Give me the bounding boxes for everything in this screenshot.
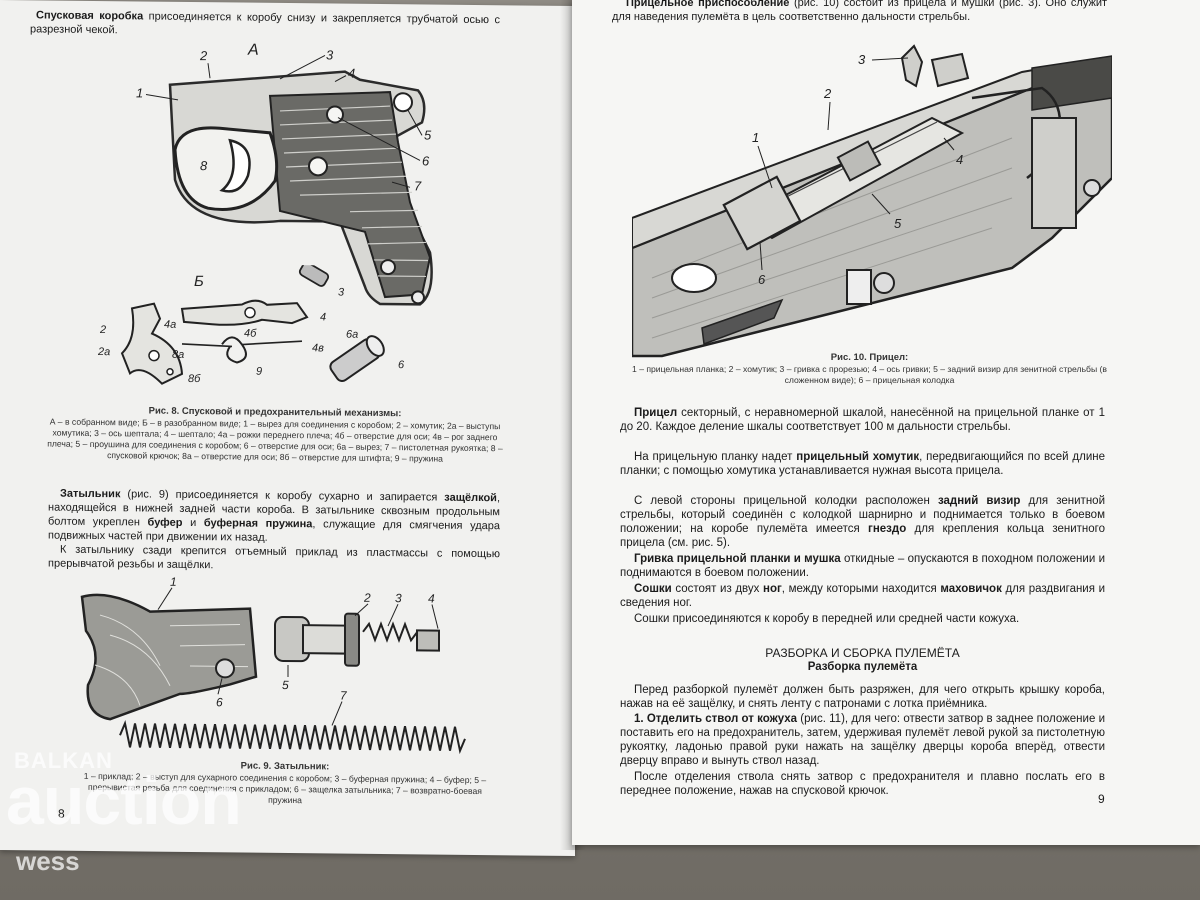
fig8b-label-8a: 8а [172, 349, 184, 361]
step1-text: (рис. 11), для чего: отвести затвор в за… [620, 713, 1106, 767]
soshki-text-3: для раздвигания и сведения ног. [620, 583, 1105, 609]
fig8b-label-2a: 2а [97, 346, 110, 358]
fig8b-label-3: 3 [338, 287, 345, 299]
right-page-number: 9 [1098, 792, 1105, 806]
fig8b-label-2: 2 [99, 324, 106, 336]
fig8b-label-4a: 4а [164, 319, 176, 331]
grivka-paragraph: Гривка прицельной планки и мушка откидны… [620, 552, 1105, 580]
fig10-caption-text: 1 – прицельная планка; 2 – хомутик; 3 – … [632, 364, 1107, 385]
fig10-caption-title: Рис. 10. Прицел: [830, 352, 909, 363]
section-heading: РАЗБОРКА И СБОРКА ПУЛЕМЁТА [765, 646, 960, 660]
fig8b-label-9: 9 [256, 366, 262, 378]
zatylnik-term: Затыльник [60, 487, 121, 501]
vizir-term: задний визир [937, 495, 1021, 507]
fig8b-label-4: 4 [320, 311, 326, 323]
fig9-label-6: 6 [216, 695, 223, 709]
zatylnik-text-1: (рис. 9) присоединяется к коробу сухарно… [120, 488, 445, 504]
vizir-text-1: С левой стороны прицельной колодки распо… [634, 495, 938, 507]
fig9-label-5: 5 [282, 678, 289, 692]
step1-term: 1. Отделить ствол от кожуха [634, 713, 798, 725]
pricel-term: Прицел [634, 407, 678, 419]
zatylnik-term-4: буферная пружина [203, 517, 313, 531]
fig8-label-3: 3 [326, 47, 334, 62]
fig8-label-7: 7 [414, 178, 422, 193]
soshki-2-paragraph: Сошки присоединяются к коробу в передней… [634, 613, 1020, 625]
figure-8-trigger-assembly: А 1 2 3 [136, 42, 433, 306]
vizir-text-2: для зенитной стрельбы, который соединён … [620, 495, 1105, 535]
fig8-caption: Рис. 8. Спусковой и предохранительный ме… [45, 404, 505, 465]
figure-9-buttstock: 1 2 3 4 5 6 7 [80, 575, 466, 755]
soshki-paragraph: Сошки состоят из двух ног, между которым… [620, 582, 1105, 610]
homutik-text-2: , передвигающийся по всей длине планки; … [620, 451, 1105, 477]
left-page: Спусковая коробка присоединяется к короб… [0, 0, 575, 857]
priklad-paragraph: К затыльнику сзади крепится отъемный при… [48, 543, 500, 572]
fig8-label-8: 8 [200, 158, 208, 173]
homutik-term: прицельный хомутик [796, 451, 920, 463]
soshki-term: Сошки [634, 583, 672, 595]
pricel-intro-text: (рис. 10) состоит из прицела и мушки (ри… [612, 0, 1107, 23]
homutik-paragraph: На прицельную планку надет прицельный хо… [620, 450, 1105, 478]
pered-paragraph: Перед разборкой пулемёт должен быть разр… [620, 684, 1105, 710]
pricel-intro-paragraph: Прицельное приспособление (рис. 10) сост… [612, 0, 1107, 24]
step1-paragraph: 1. Отделить ствол от кожуха (рис. 11), д… [620, 712, 1105, 768]
zatylnik-term-3: буфер [147, 516, 183, 529]
fig10-label-6: 6 [758, 272, 766, 287]
fig10-label-5: 5 [894, 216, 902, 231]
fig8-label-4: 4 [348, 66, 355, 81]
fig9-caption: Рис. 9. Затыльник: 1 – приклад; 2 – выст… [70, 759, 500, 809]
fig9-label-1: 1 [170, 575, 177, 589]
fig8b-label-6a: 6а [346, 329, 358, 341]
section-subheading: Разборка пулемёта [807, 661, 918, 673]
fig8-label-2: 2 [199, 48, 208, 63]
soshki-term-3: маховичок [940, 583, 1002, 595]
pricel-paragraph: Прицел секторный, с неравномерной шкалой… [620, 406, 1105, 434]
fig10-label-3: 3 [858, 52, 866, 67]
fig8b-label-6: 6 [398, 359, 405, 371]
figure-8-exploded-view: Б 2 3 4 4а 4б 4в 2а 8а 8б 9 6а [97, 262, 405, 385]
homutik-text-1: На прицельную планку надет [634, 451, 797, 463]
fig8b-label-4b: 4б [244, 328, 257, 340]
pricel-intro-term: Прицельное приспособление [626, 0, 790, 9]
figure-10-rear-sight: 1 2 3 4 5 6 [632, 44, 1112, 358]
fig9-label-7: 7 [340, 689, 348, 703]
fig10-label-2: 2 [823, 86, 832, 101]
fig10-caption: Рис. 10. Прицел: 1 – прицельная планка; … [622, 352, 1117, 386]
grivka-term: Гривка прицельной планки и мушка [634, 553, 841, 565]
left-page-number: 8 [58, 806, 65, 821]
pricel-text: секторный, с неравномерной шкалой, нанес… [620, 407, 1105, 433]
soshki-text-1: состоят из двух [671, 583, 764, 595]
fig8-label-5: 5 [424, 127, 432, 142]
soshki-term-2: ног [763, 583, 782, 595]
fig8-label-1: 1 [136, 85, 143, 100]
grivka-text: откидные – опускаются в походном положен… [620, 553, 1105, 579]
intro-term: Спусковая коробка [36, 9, 144, 23]
fig8b-label-4v: 4в [312, 342, 324, 354]
fig8-caption-text: А – в собранном виде; Б – в разобранном … [47, 416, 503, 464]
fig8b-label-8b: 8б [188, 373, 201, 385]
vizir-paragraph: С левой стороны прицельной колодки распо… [620, 494, 1105, 550]
intro-paragraph: Спусковая коробка присоединяется к короб… [30, 8, 500, 41]
right-page: Прицельное приспособление (рис. 10) сост… [572, 0, 1200, 845]
after-paragraph: После отделения ствола снять затвор с пр… [620, 771, 1105, 797]
zatylnik-paragraph: Затыльник (рис. 9) присоединяется к коро… [48, 487, 500, 548]
fig9-caption-text: 1 – приклад; 2 – выступ для сухарного со… [83, 770, 487, 806]
zatylnik-term-2: защёлкой [444, 491, 497, 505]
fig8-view-a-label: А [247, 42, 259, 59]
fig9-label-3: 3 [395, 591, 402, 605]
fig8-label-6: 6 [422, 153, 430, 168]
fig8-view-b-label: Б [194, 273, 204, 290]
fig10-label-4: 4 [956, 152, 963, 167]
fig9-label-4: 4 [428, 591, 435, 605]
fig9-label-2: 2 [363, 591, 371, 605]
soshki-text-2: , между которыми находится [781, 583, 941, 595]
fig10-label-1: 1 [752, 130, 759, 145]
vizir-term-2: гнездо [868, 523, 907, 535]
zatylnik-text-3: и [182, 516, 204, 530]
vizir-text-3: для крепления кольца зенитного прицела (… [620, 523, 1105, 549]
